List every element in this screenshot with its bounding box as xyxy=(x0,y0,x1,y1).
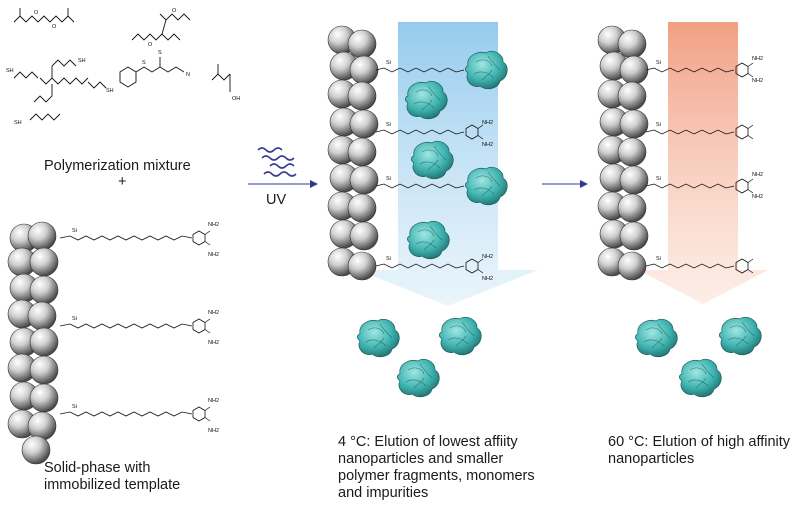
svg-text:Si: Si xyxy=(386,176,391,182)
svg-text:NH2: NH2 xyxy=(208,340,219,346)
template-linkers-left xyxy=(59,235,193,417)
template-atom-labels-left: Si Si Si NH2 NH2 NH2 NH2 NH2 NH2 xyxy=(72,222,219,434)
elution-60c-label: 60 °C: Elution of high affinity nanopart… xyxy=(608,434,791,467)
template-linkers-middle xyxy=(375,67,465,269)
svg-text:SH: SH xyxy=(14,120,22,126)
svg-text:NH2: NH2 xyxy=(208,398,219,404)
elution-4c-label: 4 °C: Elution of lowest affiity nanopart… xyxy=(338,434,535,501)
svg-text:Si: Si xyxy=(386,60,391,66)
svg-text:NH2: NH2 xyxy=(208,252,219,258)
svg-text:NH2: NH2 xyxy=(208,222,219,228)
monomer-structures xyxy=(13,8,231,121)
svg-text:NH2: NH2 xyxy=(208,428,219,434)
hot-elution-arrow xyxy=(638,22,768,304)
svg-text:Si: Si xyxy=(656,176,661,182)
svg-text:NH2: NH2 xyxy=(208,310,219,316)
template-heads-right xyxy=(735,62,754,274)
svg-text:Si: Si xyxy=(72,228,77,234)
svg-text:NH2: NH2 xyxy=(482,142,493,148)
svg-text:NH2: NH2 xyxy=(482,254,493,260)
svg-text:Si: Si xyxy=(656,122,661,128)
svg-text:Si: Si xyxy=(386,122,391,128)
template-heads-left xyxy=(192,230,211,422)
svg-text:Si: Si xyxy=(72,316,77,322)
solid-phase-beads xyxy=(7,221,59,465)
svg-text:NH2: NH2 xyxy=(752,172,763,178)
svg-text:O: O xyxy=(52,24,57,30)
svg-text:O: O xyxy=(172,8,177,14)
plus-sign: + xyxy=(118,174,127,190)
solid-phase-beads-middle xyxy=(327,25,379,281)
svg-text:Si: Si xyxy=(72,404,77,410)
svg-text:SH: SH xyxy=(78,58,86,64)
uv-wave-icon xyxy=(257,147,297,177)
svg-text:SH: SH xyxy=(6,68,14,74)
eluted-nanoparticles-cold xyxy=(357,316,482,398)
svg-text:OH: OH xyxy=(232,96,240,102)
uv-label: UV xyxy=(266,192,287,208)
template-atom-labels-right: Si Si Si Si NH2 NH2 NH2 NH2 xyxy=(656,56,763,262)
eluted-nanoparticles-hot xyxy=(635,316,762,398)
svg-text:NH2: NH2 xyxy=(482,276,493,282)
svg-text:NH2: NH2 xyxy=(752,194,763,200)
svg-text:S: S xyxy=(158,50,162,56)
svg-text:NH2: NH2 xyxy=(752,78,763,84)
svg-text:N: N xyxy=(186,72,190,78)
svg-text:Si: Si xyxy=(656,60,661,66)
template-linkers-right xyxy=(645,67,735,269)
svg-text:Si: Si xyxy=(386,256,391,262)
solid-phase-beads-right xyxy=(597,25,649,281)
solid-phase-label: Solid-phase with immobilized template xyxy=(44,460,181,493)
svg-text:O: O xyxy=(34,10,39,16)
svg-text:NH2: NH2 xyxy=(482,120,493,126)
svg-text:NH2: NH2 xyxy=(752,56,763,62)
svg-text:S: S xyxy=(142,60,146,66)
template-atom-labels-middle: Si Si Si Si NH2 NH2 NH2 NH2 xyxy=(386,60,493,282)
svg-text:SH: SH xyxy=(106,88,114,94)
polymerization-mixture-label: Polymerization mixture xyxy=(44,158,191,174)
svg-text:O: O xyxy=(148,42,153,48)
svg-text:Si: Si xyxy=(656,256,661,262)
monomer-atom-labels: O O O O SH SH SH SH S S OH N xyxy=(6,8,240,126)
